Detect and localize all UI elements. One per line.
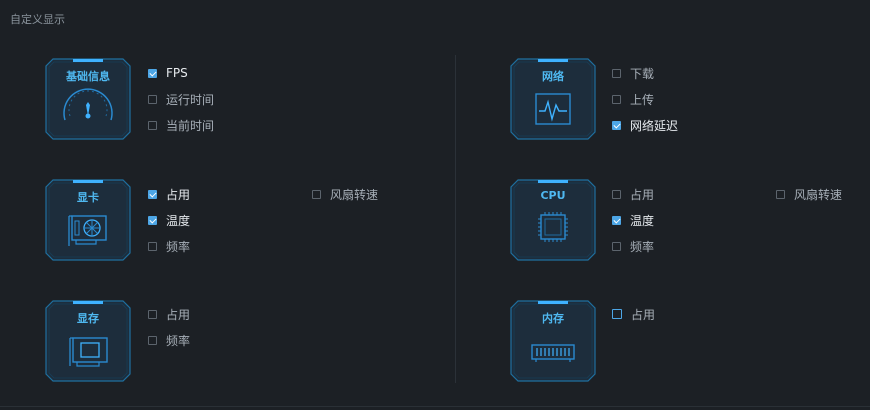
- option-current-time[interactable]: 当前时间: [148, 118, 215, 133]
- checkbox-upload[interactable]: [612, 94, 621, 104]
- checkbox-cpu-freq[interactable]: [612, 241, 621, 251]
- option-label: FPS: [166, 66, 188, 80]
- basic-info-card: 基础信息: [45, 58, 131, 140]
- gpu-card: 显卡: [45, 179, 131, 261]
- network-card: 网络: [510, 58, 596, 140]
- checkbox-runtime[interactable]: [148, 94, 157, 104]
- cpu-chip-icon: [538, 212, 568, 242]
- option-label: 频率: [166, 239, 191, 254]
- network-title: 网络: [542, 70, 564, 83]
- checkbox-fps[interactable]: [148, 68, 157, 78]
- checkbox-cpu-usage[interactable]: [612, 189, 621, 199]
- option-label: 温度: [630, 213, 655, 228]
- option-label: 运行时间: [166, 92, 215, 107]
- checkbox-gpu-usage[interactable]: [148, 189, 157, 199]
- option-runtime[interactable]: 运行时间: [148, 92, 215, 107]
- option-cpu-freq[interactable]: 频率: [612, 239, 655, 254]
- option-memory-usage[interactable]: 占用: [612, 307, 656, 322]
- option-label: 占用: [166, 187, 191, 202]
- option-label: 风扇转速: [330, 187, 379, 202]
- memory-card: 内存: [510, 300, 596, 382]
- option-cpu-fan[interactable]: 风扇转速: [776, 187, 843, 202]
- option-label: 网络延迟: [630, 118, 679, 133]
- option-vram-usage[interactable]: 占用: [148, 307, 191, 322]
- option-gpu-freq[interactable]: 频率: [148, 239, 191, 254]
- vram-title: 显存: [77, 312, 99, 325]
- column-divider: [455, 55, 456, 383]
- basic-info-title: 基础信息: [66, 70, 110, 83]
- checkbox-gpu-freq[interactable]: [148, 241, 157, 251]
- option-gpu-fan[interactable]: 风扇转速: [312, 187, 379, 202]
- option-label: 频率: [630, 239, 655, 254]
- checkbox-download[interactable]: [612, 68, 621, 78]
- checkbox-latency[interactable]: [612, 120, 621, 130]
- option-label: 当前时间: [166, 118, 215, 133]
- bottom-border: [0, 406, 870, 407]
- checkbox-cpu-temp[interactable]: [612, 215, 621, 225]
- checkbox-current-time[interactable]: [148, 120, 157, 130]
- option-label: 下载: [630, 66, 655, 81]
- checkbox-memory-usage[interactable]: [612, 309, 622, 319]
- option-label: 占用: [166, 307, 191, 322]
- gpu-title: 显卡: [77, 191, 99, 204]
- option-gpu-usage[interactable]: 占用: [148, 187, 191, 202]
- speedometer-icon: [63, 88, 113, 121]
- option-cpu-usage[interactable]: 占用: [612, 187, 655, 202]
- checkbox-vram-freq[interactable]: [148, 335, 157, 345]
- video-memory-icon: [69, 337, 108, 367]
- vram-card: 显存: [45, 300, 131, 382]
- option-download[interactable]: 下载: [612, 66, 655, 81]
- option-label: 频率: [166, 333, 191, 348]
- ram-module-icon: [531, 344, 575, 362]
- network-monitor-icon: [535, 93, 571, 125]
- cpu-title: CPU: [540, 189, 566, 202]
- page-title: 自定义显示: [10, 13, 65, 26]
- checkbox-vram-usage[interactable]: [148, 309, 157, 319]
- option-label: 占用: [630, 187, 655, 202]
- option-gpu-temp[interactable]: 温度: [148, 213, 191, 228]
- checkbox-gpu-fan[interactable]: [312, 189, 321, 199]
- graphics-card-icon: [68, 215, 107, 246]
- cpu-card: CPU: [510, 179, 596, 261]
- memory-title: 内存: [542, 312, 564, 325]
- option-label: 占用: [631, 307, 656, 322]
- option-fps[interactable]: FPS: [148, 66, 188, 80]
- checkbox-gpu-temp[interactable]: [148, 215, 157, 225]
- checkbox-cpu-fan[interactable]: [776, 189, 785, 199]
- option-latency[interactable]: 网络延迟: [612, 118, 679, 133]
- option-upload[interactable]: 上传: [612, 92, 655, 107]
- option-vram-freq[interactable]: 频率: [148, 333, 191, 348]
- option-label: 上传: [630, 92, 655, 107]
- option-cpu-temp[interactable]: 温度: [612, 213, 655, 228]
- option-label: 风扇转速: [794, 187, 843, 202]
- option-label: 温度: [166, 213, 191, 228]
